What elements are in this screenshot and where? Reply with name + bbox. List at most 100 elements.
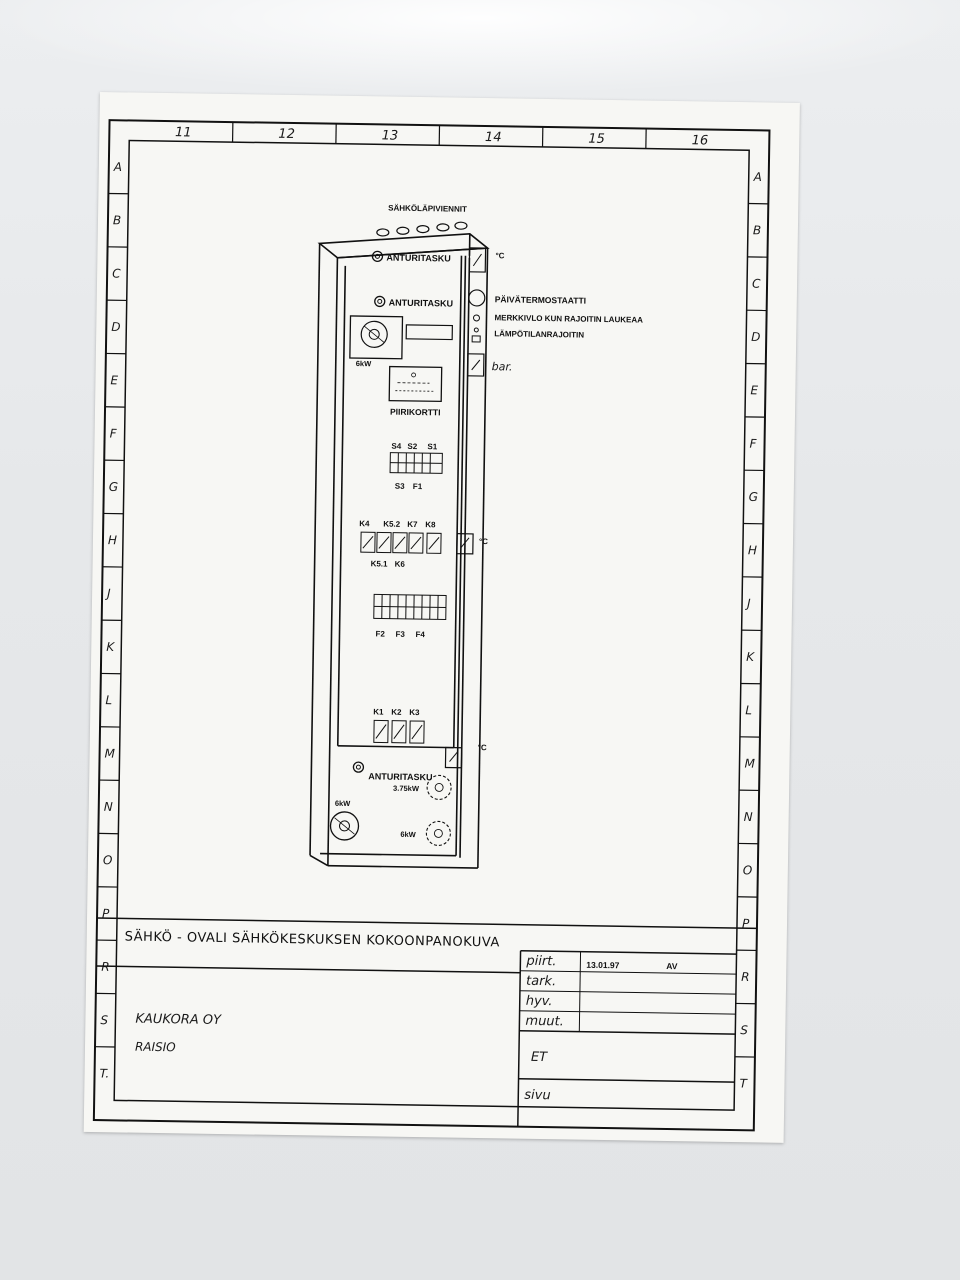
row-label-left: C xyxy=(112,267,121,281)
row-label-right: L xyxy=(745,703,752,717)
row-label-right: M xyxy=(744,757,755,771)
sensor-pocket-label-2: ANTURITASKU xyxy=(389,298,453,309)
row-label-right: F xyxy=(749,437,757,451)
row-label-right: A xyxy=(753,170,762,184)
row-label-left: O xyxy=(103,853,113,867)
sensor-pocket-label-3: ANTURITASKU xyxy=(368,771,432,782)
daily-thermostat-knob xyxy=(468,289,486,307)
column-label: 16 xyxy=(692,133,709,148)
row-label-left: J xyxy=(105,586,111,600)
heater-top-box xyxy=(349,315,404,360)
column-label: 12 xyxy=(278,127,295,142)
column-label: 15 xyxy=(588,132,605,147)
relay-block xyxy=(360,531,442,554)
row-label-right: B xyxy=(753,223,761,237)
bar-label: bar. xyxy=(492,360,513,373)
drawn-label: piirt. xyxy=(525,954,556,969)
row-label-left: K xyxy=(106,640,115,654)
title-block xyxy=(96,917,757,1127)
column-ticks xyxy=(231,122,647,149)
heater-6kw-label-top: 6kW xyxy=(356,359,372,368)
outer-frame xyxy=(92,119,771,1132)
column-label: 11 xyxy=(175,125,192,140)
k-label-k6: K6 xyxy=(395,560,406,569)
heater-6kw-label-right: 6kW xyxy=(400,830,416,839)
gauge-top xyxy=(468,247,487,273)
company-city: RAISIO xyxy=(135,1040,176,1055)
k-label-k4: K4 xyxy=(359,519,370,528)
celsius-label-3: °C xyxy=(478,743,487,752)
circuit-board-label: PIIRIKORTTI xyxy=(390,407,441,418)
row-label-right: R xyxy=(741,970,750,984)
k-label-k8: K8 xyxy=(425,520,436,529)
row-label-left: G xyxy=(109,480,119,494)
row-label-right: H xyxy=(748,543,757,557)
fuse-block xyxy=(373,593,447,621)
display-window xyxy=(405,324,453,341)
row-label-right: C xyxy=(752,277,761,291)
heater-375-icon xyxy=(426,774,452,800)
row-label-right: J xyxy=(745,597,751,611)
row-label-left: A xyxy=(113,160,122,174)
drawn-date: 13.01.97 xyxy=(586,960,620,971)
pressure-gauge xyxy=(466,353,485,377)
gauge-mid xyxy=(456,533,474,555)
row-label-left: M xyxy=(105,746,116,760)
modified-label: muut. xyxy=(525,1014,564,1030)
indicator-light-label: MERKKIVLO KUN RAJOITIN LAUKEAA xyxy=(494,313,643,324)
column-label: 14 xyxy=(485,130,502,145)
row-label-right: D xyxy=(751,330,760,344)
column-label: 13 xyxy=(382,128,399,143)
surface-glare xyxy=(0,0,960,90)
heater-bottom-left-icon xyxy=(329,811,360,841)
heater-6kw-label-left: 6kW xyxy=(335,799,351,808)
row-label-left: N xyxy=(104,800,113,814)
cabinet-drawing xyxy=(309,221,490,869)
switch-block xyxy=(389,452,443,474)
sensor-pocket-2-icon xyxy=(374,295,386,308)
sw-label-s3: S3 xyxy=(395,482,405,491)
row-label-right: N xyxy=(744,810,753,824)
drawing-code: ET xyxy=(531,1050,548,1065)
drawn-initials: AV xyxy=(666,961,678,971)
sw-label-s1: S1 xyxy=(427,442,437,451)
daily-thermostat-label: PÄIVÄTERMOSTAATTI xyxy=(495,294,586,305)
row-label-right: T xyxy=(739,1077,748,1091)
fuse-label-f4: F4 xyxy=(415,630,425,639)
row-label-right: K xyxy=(746,650,755,664)
row-label-left: T. xyxy=(99,1066,109,1080)
sw-label-f1: F1 xyxy=(413,482,423,491)
sensor-pocket-label-1: ANTURITASKU xyxy=(386,253,450,264)
row-label-left: F xyxy=(110,427,118,441)
sensor-pocket-1-icon xyxy=(371,250,384,263)
row-label-left: D xyxy=(111,320,120,334)
row-ticks xyxy=(94,192,769,1058)
row-label-left: B xyxy=(113,213,121,227)
celsius-label-1: °C xyxy=(495,251,504,260)
column-labels: 11 12 13 14 15 16 xyxy=(175,125,708,148)
row-label-right: P xyxy=(742,917,750,931)
circuit-board-box xyxy=(388,365,443,403)
celsius-label-2: °C xyxy=(479,537,488,546)
k-label-k7: K7 xyxy=(407,520,418,529)
cable-glands xyxy=(376,221,468,237)
row-label-left: P xyxy=(102,906,110,920)
row-label-left: S xyxy=(100,1013,108,1027)
approved-label: hyv. xyxy=(526,994,553,1009)
row-label-right: S xyxy=(740,1023,748,1037)
row-label-left: L xyxy=(105,693,112,707)
sw-label-s2: S2 xyxy=(407,442,417,451)
contactor-label-k1: K1 xyxy=(373,707,384,716)
inner-frame xyxy=(113,139,750,1111)
checked-label: tark. xyxy=(526,974,556,989)
company-name: KAUKORA OY xyxy=(135,1012,222,1028)
k-label-k51: K5.1 xyxy=(371,559,389,568)
page-label: sivu xyxy=(524,1088,551,1103)
row-label-right: O xyxy=(743,863,753,877)
temp-limiter-label: LÄMPÖTILANRAJOITIN xyxy=(494,329,584,339)
sw-label-s4: S4 xyxy=(391,442,401,451)
row-label-left: E xyxy=(110,373,118,387)
